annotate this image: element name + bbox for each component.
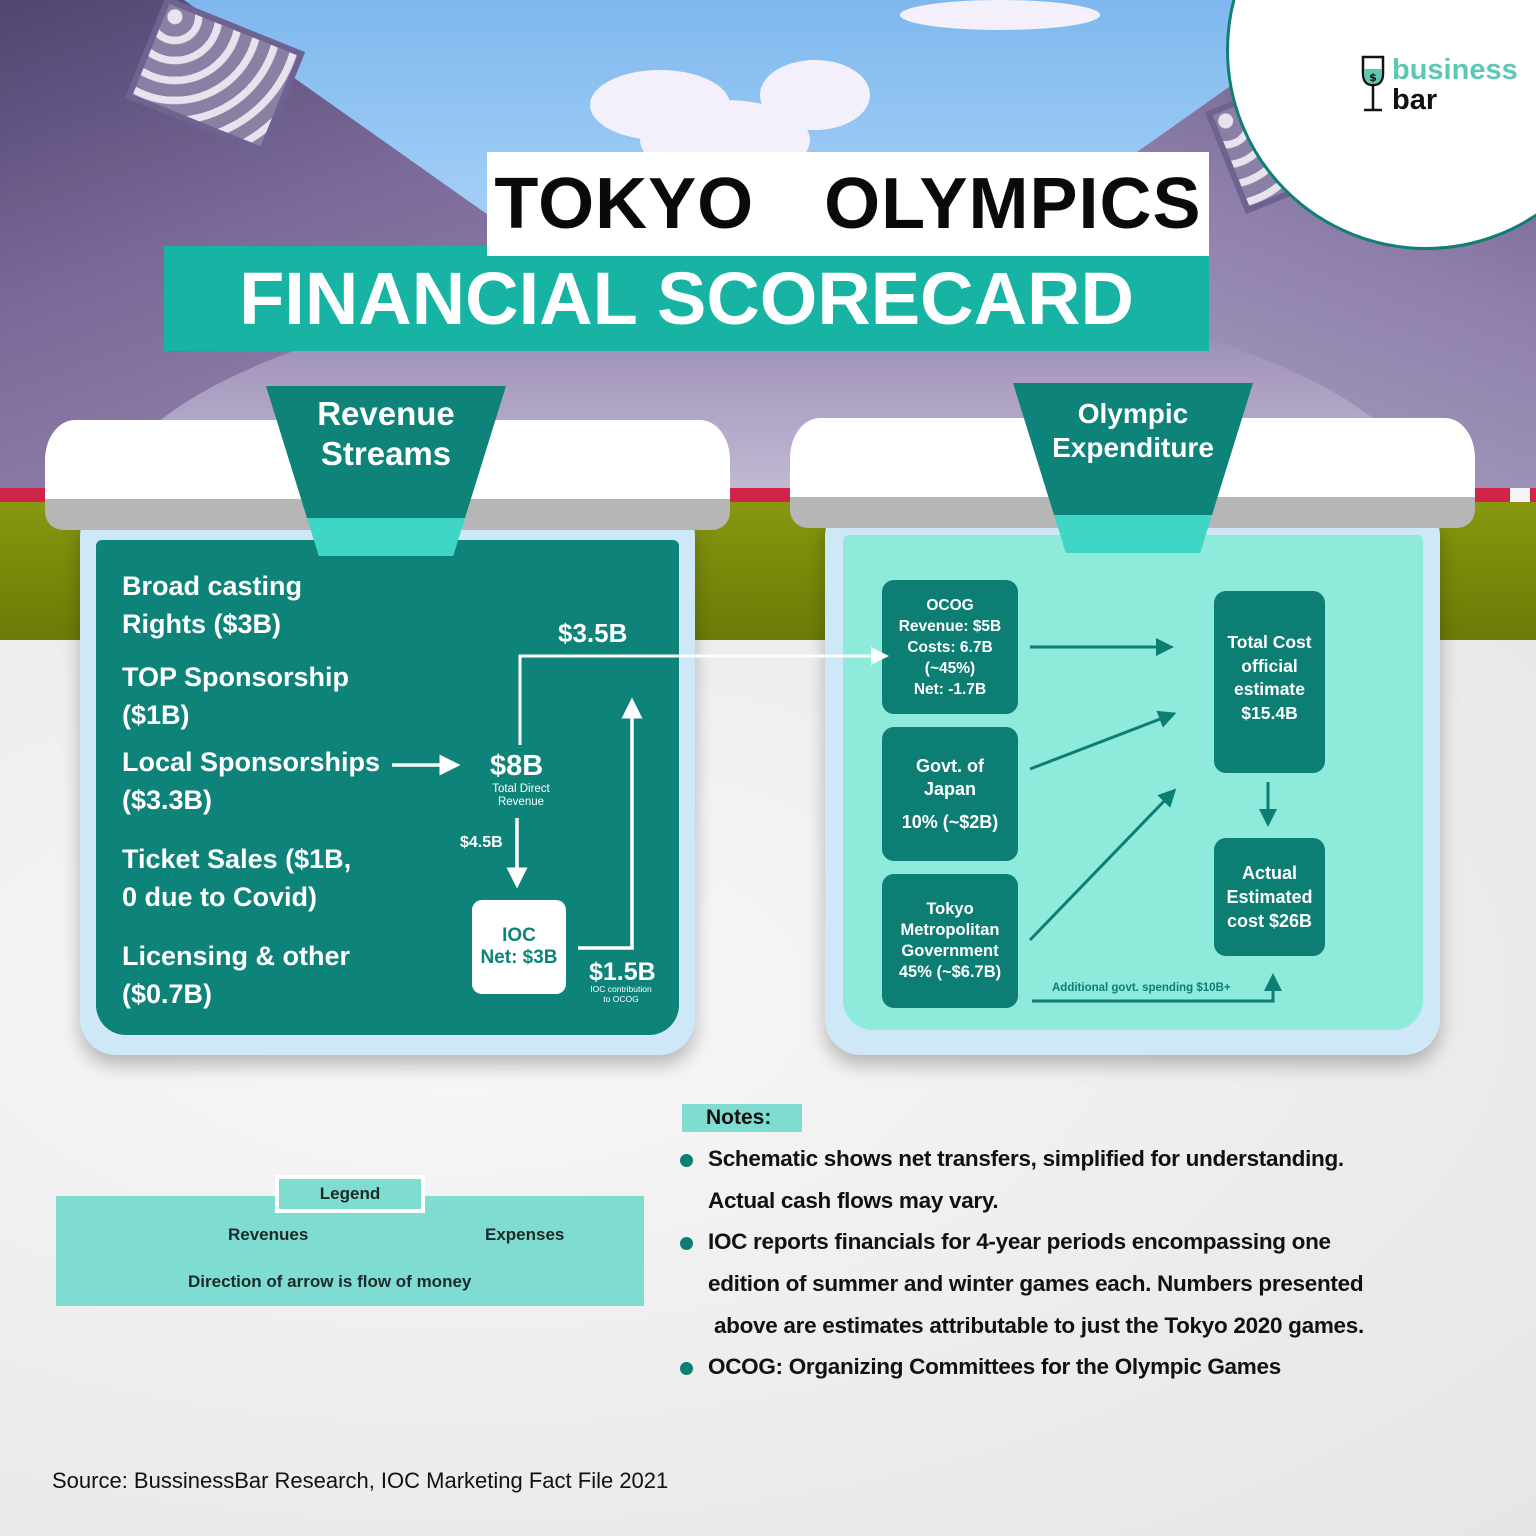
tab-title-line1: Revenue xyxy=(317,395,455,432)
wine-glass-dollar-icon: $ xyxy=(1360,55,1386,113)
note-1-line-2: Actual cash flows may vary. xyxy=(708,1188,999,1213)
tab-title-line2: Streams xyxy=(320,435,452,472)
actual-cost-box: Actual Estimated cost $26B xyxy=(1214,838,1325,956)
tokyo-metro-govt-box: Tokyo Metropolitan Government 45% (~$6.7… xyxy=(882,874,1018,1008)
brand-logo: $ business bar xyxy=(1360,55,1518,115)
source-citation: Source: BussinessBar Research, IOC Marke… xyxy=(52,1468,669,1493)
page-subtitle: FINANCIAL SCORECARD xyxy=(239,257,1134,340)
legend-expenses-label: Expenses xyxy=(485,1225,565,1244)
tab-title-line1: Olympic xyxy=(1077,398,1189,429)
cloud xyxy=(900,0,1100,30)
svg-text:$: $ xyxy=(1369,71,1377,84)
title-banner-teal: FINANCIAL SCORECARD xyxy=(164,246,1209,351)
brand-name-line2: bar xyxy=(1392,84,1438,116)
govt-japan-box: Govt. of Japan 10% (~$2B) xyxy=(882,727,1018,861)
ioc-net-box: IOC Net: $3B xyxy=(472,900,566,994)
legend-title: Legend xyxy=(275,1175,425,1213)
page-title: TOKYO OLYMPICS xyxy=(494,164,1202,244)
note-1-line-1: Schematic shows net transfers, simplifie… xyxy=(708,1146,1344,1171)
bullet-icon xyxy=(680,1154,693,1167)
legend-caption: Direction of arrow is flow of money xyxy=(188,1272,472,1291)
ioc-contribution-value: $1.5B xyxy=(589,958,656,986)
total-revenue-value: $8B xyxy=(490,750,544,782)
revenue-item-local-sponsorships: Local Sponsorships($3.3B) xyxy=(122,747,381,815)
total-cost-box: Total Cost official estimate $15.4B xyxy=(1214,591,1325,773)
note-3-line-1: OCOG: Organizing Committees for the Olym… xyxy=(708,1354,1281,1379)
additional-spending-label: Additional govt. spending $10B+ xyxy=(1052,982,1231,994)
bullet-icon xyxy=(680,1237,693,1250)
flow-to-ioc-value: $4.5B xyxy=(460,834,503,851)
revenue-item-licensing: Licensing & other($0.7B) xyxy=(122,941,351,1009)
revenue-item-ticket-sales: Ticket Sales ($1B,0 due to Covid) xyxy=(122,844,352,912)
legend-revenues-label: Revenues xyxy=(228,1225,309,1244)
notes-title: Notes: xyxy=(682,1104,802,1132)
brand-name-line1: business xyxy=(1392,54,1518,86)
note-2-line-2: edition of summer and winter games each.… xyxy=(708,1271,1364,1296)
legend xyxy=(56,1196,644,1306)
flow-to-ocog-value: $3.5B xyxy=(558,618,628,648)
revenue-item-top-sponsorship: TOP Sponsorship($1B) xyxy=(122,662,350,730)
title-banner-white: TOKYO OLYMPICS xyxy=(487,152,1209,256)
tab-title-line2: Expenditure xyxy=(1052,432,1214,463)
ocog-box: OCOG Revenue: $5B Costs: 6.7B (~45%) Net… xyxy=(882,580,1018,714)
bullet-icon xyxy=(680,1362,693,1375)
note-2-line-3: above are estimates attributable to just… xyxy=(708,1313,1364,1338)
cloud xyxy=(760,60,870,130)
note-2-line-1: IOC reports financials for 4-year period… xyxy=(708,1229,1331,1254)
